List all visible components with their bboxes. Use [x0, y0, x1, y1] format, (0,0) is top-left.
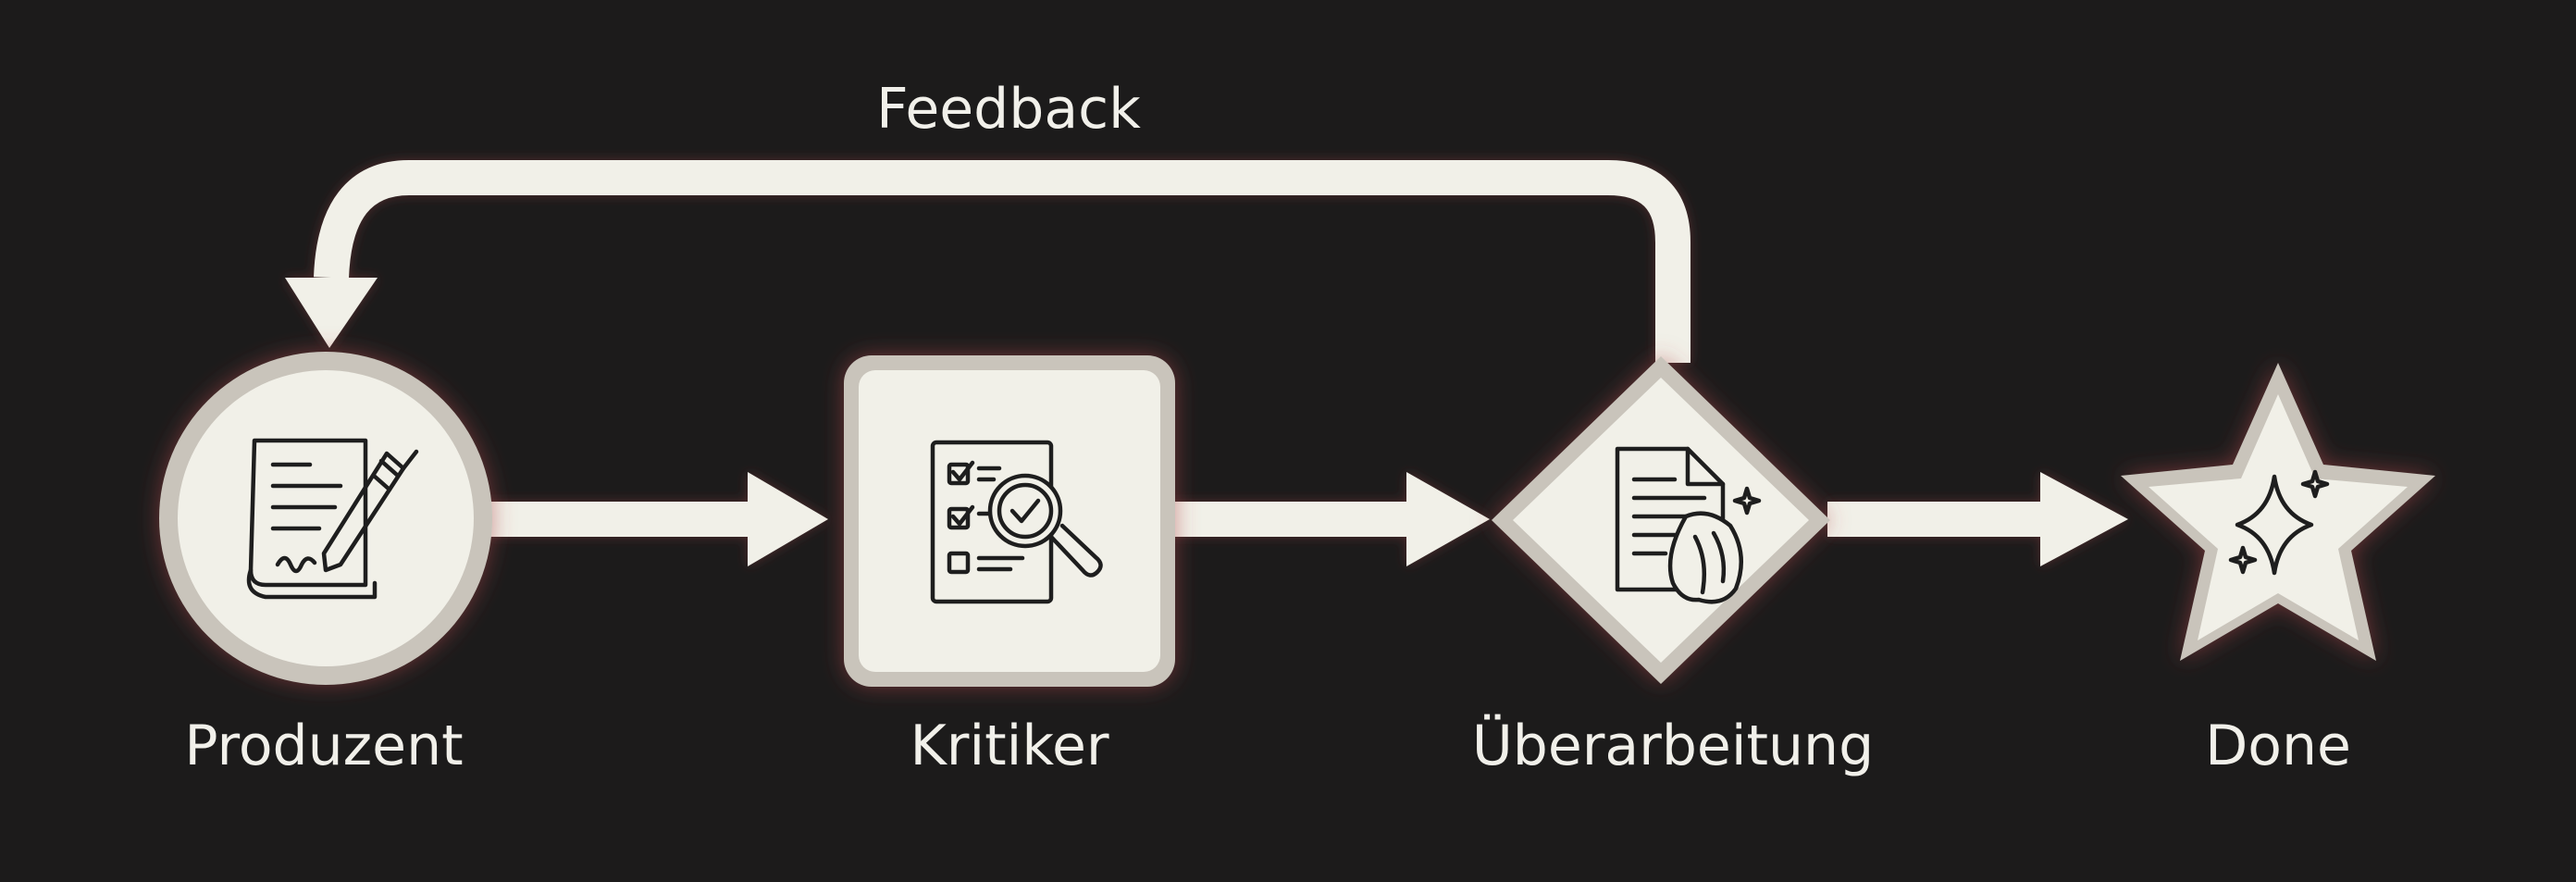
arrow-critic-to-revision	[1170, 472, 1490, 566]
node-label-producer: Produzent	[184, 714, 463, 778]
node-label-done: Done	[2205, 714, 2351, 778]
feedback-arrow	[285, 160, 1690, 363]
node-producer: Produzent	[159, 352, 492, 778]
node-label-critic: Kritiker	[910, 714, 1108, 778]
arrow-producer-to-critic	[486, 472, 828, 566]
node-revision: Überarbeitung	[1472, 356, 1874, 778]
document-pen-icon	[246, 438, 419, 600]
node-critic: Kritiker	[844, 355, 1175, 778]
node-done: Done	[2121, 363, 2435, 778]
arrow-revision-to-done	[1827, 472, 2128, 566]
node-label-revision: Überarbeitung	[1472, 713, 1874, 778]
sparkles-icon	[2228, 469, 2330, 576]
feedback-label: Feedback	[876, 77, 1141, 142]
document-polish-icon	[1615, 446, 1762, 604]
checklist-magnifier-icon	[930, 440, 1103, 604]
